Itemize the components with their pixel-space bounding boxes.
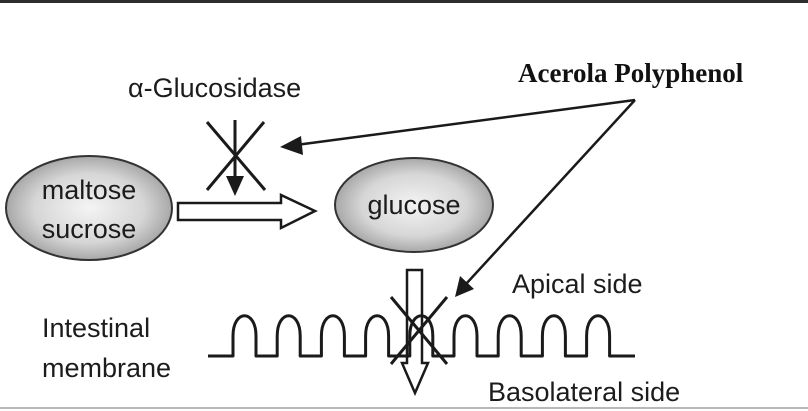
inhibitor-arrow-to-enzyme [280, 98, 636, 155]
membrane-label-line-2: membrane [42, 353, 171, 383]
bottom-border [0, 407, 808, 409]
product-ellipse: glucose [334, 157, 494, 253]
conversion-block-arrow-icon [176, 193, 318, 231]
basolateral-side-label: Basolateral side [488, 377, 680, 407]
substrate-label-line-2: sucrose [42, 214, 137, 244]
inhibitor-label: Acerola Polyphenol [518, 58, 744, 88]
membrane-label-line-1: Intestinal [42, 313, 150, 343]
absorption-block-arrow-icon [400, 268, 430, 397]
product-label: glucose [367, 190, 460, 220]
inhibitor-arrow-to-membrane [455, 99, 636, 297]
top-border [0, 0, 808, 3]
absorption-inhibition-cross-icon [389, 296, 449, 365]
substrate-label-line-1: maltose [42, 175, 137, 205]
enzyme-label: α-Glucosidase [128, 73, 301, 103]
enzyme-action-arrow-icon [226, 120, 244, 196]
substrate-ellipse: maltose sucrose [5, 155, 173, 261]
apical-side-label: Apical side [512, 269, 643, 299]
